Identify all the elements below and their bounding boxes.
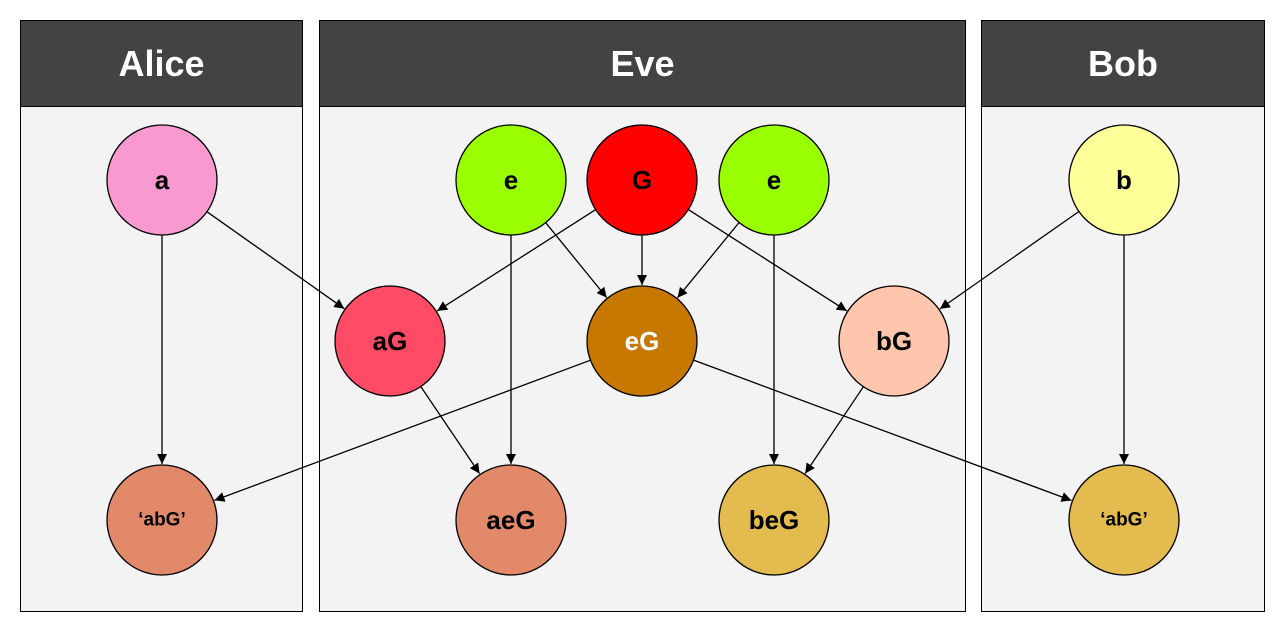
node-circle-alice_abG	[106, 464, 218, 576]
edges-layer	[157, 209, 1129, 502]
node-label-eve_e2: e	[767, 165, 781, 195]
node-circle-eve_aG	[334, 285, 446, 397]
node-label-alice_abG: ‘abG’	[138, 510, 186, 531]
node-eve_aG: aG	[334, 285, 446, 397]
arrow-eve_bG-to-eve_beG	[804, 386, 864, 474]
arrow-eve_G-to-eve_bG	[687, 209, 848, 312]
node-label-eve_eG: eG	[625, 326, 660, 356]
node-eve_e2: e	[718, 124, 830, 236]
node-circle-alice_a	[106, 124, 218, 236]
node-eve_beG: beG	[718, 464, 830, 576]
node-circle-eve_eG	[586, 285, 698, 397]
node-label-alice_a: a	[155, 165, 170, 195]
node-circle-bob_abG	[1068, 464, 1180, 576]
arrow-eve_e2-to-eve_eG	[676, 222, 740, 299]
arrow-alice_a-to-eve_aG	[206, 211, 345, 310]
node-circle-eve_beG	[718, 464, 830, 576]
node-circle-eve_e1	[455, 124, 567, 236]
node-eve_G: G	[586, 124, 698, 236]
node-eve_aeG: aeG	[455, 464, 567, 576]
node-circle-eve_bG	[838, 285, 950, 397]
node-label-eve_aeG: aeG	[486, 505, 535, 535]
arrow-eve_aG-to-eve_aeG	[420, 386, 481, 474]
panel-bob-header	[981, 20, 1265, 107]
node-label-eve_bG: bG	[876, 326, 912, 356]
panel-eve-title: Eve	[610, 43, 674, 84]
node-eve_eG: eG	[586, 285, 698, 397]
panel-alice-title: Alice	[118, 43, 204, 84]
node-alice_a: a	[106, 124, 218, 236]
arrow-eve_eG-to-alice_abG	[214, 359, 591, 502]
arrow-eve_eG-to-bob_abG	[693, 359, 1072, 502]
node-label-eve_aG: aG	[373, 326, 408, 356]
node-eve_bG: bG	[838, 285, 950, 397]
node-label-eve_G: G	[632, 165, 652, 195]
node-circle-eve_G	[586, 124, 698, 236]
panel-bob-title: Bob	[1088, 43, 1158, 84]
node-circle-eve_e2	[718, 124, 830, 236]
arrow-eve_G-to-eve_aG	[436, 209, 597, 312]
arrow-bob_b-to-eve_bG	[939, 210, 1080, 310]
node-bob_abG: ‘abG’	[1068, 464, 1180, 576]
node-bob_b: b	[1068, 124, 1180, 236]
arrow-eve_e1-to-eve_eG	[545, 222, 608, 299]
node-alice_abG: ‘abG’	[106, 464, 218, 576]
node-circle-eve_aeG	[455, 464, 567, 576]
panel-eve-header	[319, 20, 966, 107]
node-label-eve_e1: e	[504, 165, 518, 195]
panel-alice-header	[20, 20, 303, 107]
node-label-bob_b: b	[1116, 165, 1132, 195]
node-eve_e1: e	[455, 124, 567, 236]
node-circle-bob_b	[1068, 124, 1180, 236]
node-label-bob_abG: ‘abG’	[1100, 510, 1148, 531]
node-label-eve_beG: beG	[749, 505, 800, 535]
